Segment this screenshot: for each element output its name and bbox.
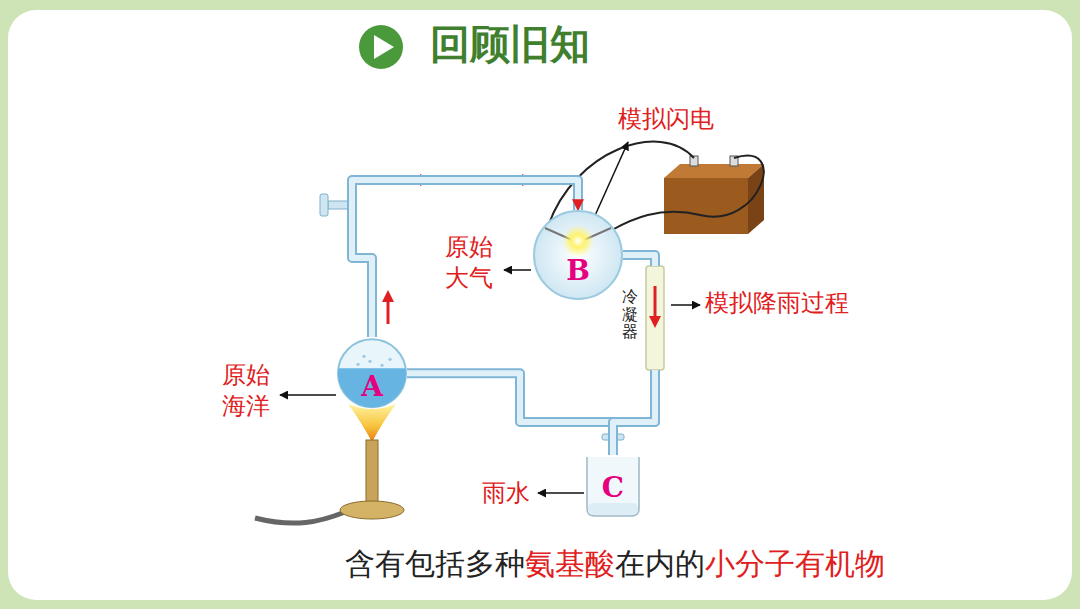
play-triangle xyxy=(374,35,394,59)
callout-label: 模拟降雨过程 xyxy=(705,288,849,319)
node-letter: C xyxy=(602,471,624,505)
flask-glass xyxy=(338,339,406,407)
leader-line xyxy=(671,304,700,306)
glass-tube xyxy=(623,255,655,266)
tube-inner xyxy=(623,255,655,266)
callout-label: 雨水 xyxy=(482,478,530,509)
condenser: 冷凝器 xyxy=(616,266,670,370)
caption-part: 在内的 xyxy=(615,546,705,581)
caption-part: 含有包括多种 xyxy=(345,546,525,581)
node-letter: A xyxy=(361,370,383,404)
glass-tube xyxy=(407,370,655,422)
leader-line xyxy=(280,394,336,396)
caption-highlight: 氨基酸 xyxy=(525,546,615,581)
label-box: 原始 海洋 xyxy=(222,360,276,422)
stopcock xyxy=(328,201,350,209)
condenser-tube xyxy=(646,266,664,370)
water xyxy=(338,368,406,407)
flow-arrow xyxy=(387,300,390,324)
burner-base xyxy=(340,501,404,519)
tube-outline xyxy=(407,370,655,422)
bubble xyxy=(362,355,365,358)
gas-hose xyxy=(255,512,345,523)
caption: 含有包括多种氨基酸在内的小分子有机物 xyxy=(345,546,885,582)
tube-outline xyxy=(613,370,655,455)
bubble xyxy=(368,360,371,363)
callout-label: 模拟闪电 xyxy=(618,104,714,135)
vertical-label: 冷凝器 xyxy=(622,288,638,341)
title-box: 回顾旧知 xyxy=(430,20,590,68)
label-box: 雨水 xyxy=(482,478,530,509)
glass-tube xyxy=(613,370,655,455)
leader-line xyxy=(538,492,584,494)
label-box: 原始 大气 xyxy=(445,232,499,294)
wire xyxy=(612,156,764,230)
play-icon xyxy=(359,25,403,69)
flame xyxy=(348,404,396,442)
node-letter: B xyxy=(566,254,590,288)
callout-label: 原始 大气 xyxy=(445,232,499,294)
spark xyxy=(562,225,594,257)
bubble xyxy=(356,363,359,366)
caption-highlight: 小分子有机物 xyxy=(705,546,885,581)
tube-inner xyxy=(407,370,655,422)
callout-label: 原始 海洋 xyxy=(222,360,276,422)
tube-outline xyxy=(623,255,655,266)
flow-arrow-head xyxy=(382,290,394,302)
flask: A xyxy=(337,337,407,410)
battery-front xyxy=(664,178,748,234)
beaker: C xyxy=(585,455,641,517)
bubble xyxy=(380,364,383,367)
stopcock-handle xyxy=(320,194,328,216)
flow-arrow xyxy=(654,286,657,318)
label-box: 模拟闪电 xyxy=(618,104,714,135)
bubble xyxy=(388,358,391,361)
rainwater xyxy=(588,503,638,515)
panel xyxy=(8,10,1072,600)
reaction-sphere: B xyxy=(533,210,623,300)
title: 回顾旧知 xyxy=(430,20,590,68)
sphere-glass xyxy=(534,211,622,299)
tube-inner xyxy=(613,370,655,455)
label-box: 模拟降雨过程 xyxy=(705,288,849,319)
burner-tube xyxy=(366,440,378,506)
caption-box: 含有包括多种氨基酸在内的小分子有机物 xyxy=(345,546,885,582)
battery-side xyxy=(748,164,764,234)
battery-top xyxy=(664,164,764,178)
beaker-glass xyxy=(587,457,639,516)
leader-line xyxy=(504,269,531,271)
flow-arrow-head xyxy=(649,316,661,328)
